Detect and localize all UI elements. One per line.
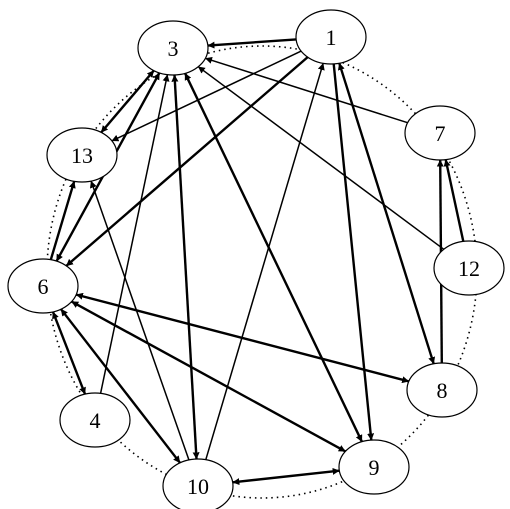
node-ellipse [162, 458, 234, 509]
edge-6-13 [49, 180, 76, 261]
node-1: 1 [295, 9, 367, 65]
edges-layer [49, 38, 465, 486]
node-label: 4 [90, 408, 101, 433]
edge-7-3 [205, 56, 408, 124]
edge-1-9 [332, 63, 375, 441]
node-3: 3 [137, 20, 209, 76]
edge-6-4 [51, 311, 87, 395]
edge-1-13 [111, 50, 302, 142]
node-label: 1 [326, 25, 337, 50]
node-ellipse [137, 20, 209, 76]
node-label: 12 [458, 256, 480, 281]
edge-6-10 [60, 308, 181, 464]
edge-3-13 [100, 69, 155, 134]
edge-3-9 [184, 72, 363, 443]
node-4: 4 [59, 392, 131, 448]
node-8: 8 [406, 362, 478, 418]
edge-1-8 [337, 62, 436, 365]
node-ellipse [59, 392, 131, 448]
edge-10-9 [232, 467, 340, 486]
node-label: 7 [435, 121, 446, 146]
node-12: 12 [433, 240, 505, 296]
edge-1-3 [207, 38, 297, 49]
node-13: 13 [46, 127, 118, 183]
node-ellipse [46, 127, 118, 183]
node-label: 6 [38, 274, 49, 299]
node-label: 13 [71, 143, 93, 168]
node-9: 9 [338, 439, 410, 495]
node-6: 6 [7, 258, 79, 314]
node-ellipse [7, 258, 79, 314]
node-label: 3 [168, 36, 179, 61]
node-ellipse [338, 439, 410, 495]
node-ellipse [406, 362, 478, 418]
node-label: 9 [369, 455, 380, 480]
node-ellipse [433, 240, 505, 296]
edge-10-1 [205, 62, 325, 460]
node-ellipse [295, 9, 367, 65]
node-10: 10 [162, 458, 234, 509]
edge-12-3 [197, 66, 445, 250]
node-label: 8 [437, 378, 448, 403]
node-label: 10 [187, 474, 209, 499]
edge-3-10 [171, 74, 200, 460]
node-ellipse [404, 105, 476, 161]
edge-12-7 [443, 159, 465, 242]
node-7: 7 [404, 105, 476, 161]
